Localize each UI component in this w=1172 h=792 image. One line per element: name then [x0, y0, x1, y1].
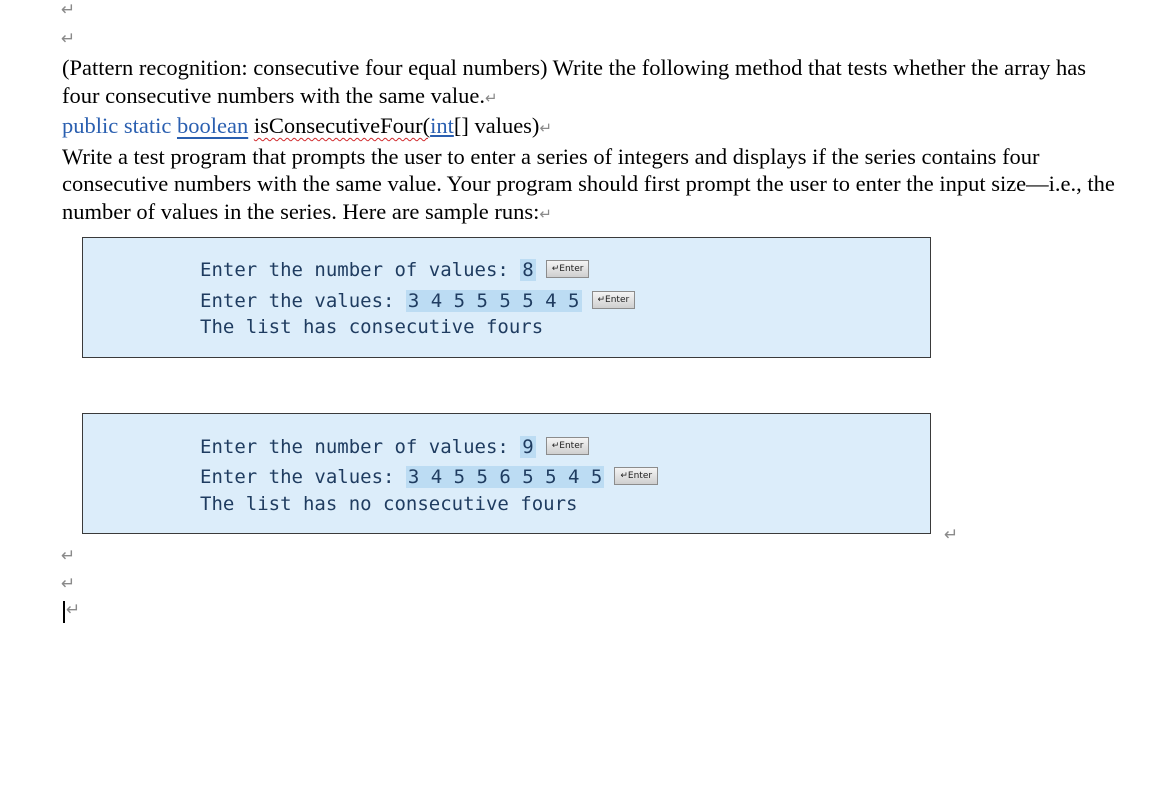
paragraph-mark: ↵ — [61, 574, 76, 594]
paragraph-mark: ↵ — [61, 0, 76, 20]
enter-key-icon: ↵Enter — [545, 259, 590, 278]
user-input: 9 — [520, 436, 536, 458]
sample-run-box: Enter the number of values: 8↵Enter Ente… — [82, 237, 931, 358]
problem-title: (Pattern recognition: consecutive four e… — [62, 55, 1086, 108]
int-keyword: int — [430, 113, 454, 138]
console-output: The list has consecutive fours — [200, 316, 544, 338]
enter-key-icon: ↵Enter — [545, 436, 590, 455]
user-input: 3 4 5 5 6 5 5 4 5 — [405, 466, 605, 488]
enter-key-icon: ↵Enter — [614, 466, 659, 485]
paragraph-mark: ↵ — [66, 600, 81, 620]
method-name: isConsecutiveFour( — [253, 113, 431, 138]
paragraph-mark: ↵ — [539, 119, 553, 137]
paragraph-mark: ↵ — [61, 29, 76, 49]
paragraph-mark: ↵ — [485, 88, 498, 107]
console-output: The list has no consecutive fours — [200, 493, 578, 515]
enter-key-icon: ↵Enter — [591, 290, 636, 309]
paragraph-mark: ↵ — [539, 204, 552, 223]
user-input: 3 4 5 5 5 5 4 5 — [405, 290, 582, 312]
console-line: Enter the number of values: 9↵Enter — [200, 435, 590, 459]
console-line: Enter the number of values: 8↵Enter — [200, 258, 590, 282]
problem-statement: (Pattern recognition: consecutive four e… — [62, 54, 1142, 228]
console-line: Enter the values: 3 4 5 5 6 5 5 4 5↵Ente… — [200, 465, 659, 489]
paragraph-mark: ↵ — [944, 525, 959, 545]
text-cursor — [63, 601, 65, 623]
console-line: Enter the values: 3 4 5 5 5 5 4 5↵Enter — [200, 289, 636, 313]
method-signature: public static boolean isConsecutiveFour(… — [62, 113, 553, 138]
paragraph-mark: ↵ — [61, 546, 76, 566]
boolean-keyword: boolean — [176, 113, 249, 138]
user-input: 8 — [520, 259, 536, 281]
problem-description: Write a test program that prompts the us… — [62, 143, 1115, 224]
sample-run-box: Enter the number of values: 9↵Enter Ente… — [82, 413, 931, 534]
